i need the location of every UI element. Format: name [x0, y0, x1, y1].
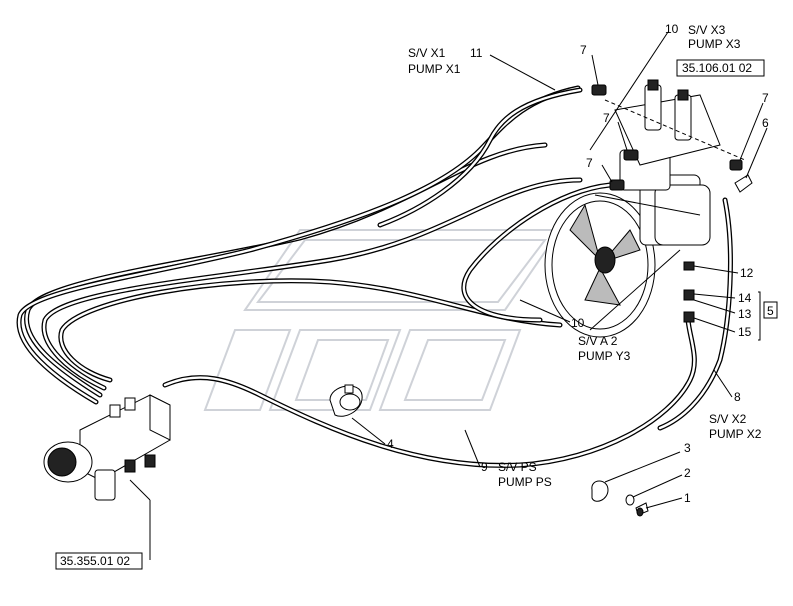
hose-9 — [162, 317, 697, 468]
manifold-block — [43, 394, 171, 501]
watermark-logo — [203, 229, 562, 411]
reference-top-text[interactable]: 35.106.01 02 — [682, 61, 752, 75]
callout-13: 13 — [738, 307, 752, 321]
callout-8: 8 — [734, 390, 741, 404]
label-pump-x3: PUMP X3 — [688, 37, 741, 51]
fitting-7-lower — [609, 179, 625, 191]
callout-10-mid: 10 — [571, 316, 585, 330]
label-sv-ps: S/V PS — [498, 460, 537, 474]
reference-top-box[interactable] — [676, 59, 765, 77]
callout-2: 2 — [684, 466, 691, 480]
label-pump-x1: PUMP X1 — [408, 62, 461, 76]
label-pump-y3: PUMP Y3 — [578, 349, 631, 363]
fitting-7-mid — [623, 149, 639, 161]
hose-8 — [657, 197, 733, 431]
elbow-6 — [734, 174, 753, 193]
label-sv-x1: S/V X1 — [408, 46, 446, 60]
label-pump-x2: PUMP X2 — [709, 427, 762, 441]
bolt-group — [591, 480, 649, 517]
reference-bottom-box[interactable] — [55, 552, 143, 570]
reference-top[interactable]: 35.106.01 02 — [676, 59, 765, 77]
fitting-7-right — [729, 159, 743, 171]
label-pump-ps: PUMP PS — [498, 475, 552, 489]
label-sv-x2: S/V X2 — [709, 412, 747, 426]
callout-7-right: 7 — [762, 91, 769, 105]
callouts: 1 2 3 4 6 7 7 7 7 8 9 10 10 11 12 14 13 … — [387, 22, 778, 505]
leader-lines — [129, 31, 768, 560]
callout-5: 5 — [767, 304, 774, 318]
fitting-7-top — [591, 84, 607, 96]
label-sv-x3: S/V X3 — [688, 23, 726, 37]
callout-14: 14 — [738, 291, 752, 305]
callout-6: 6 — [762, 116, 769, 130]
callout-3: 3 — [684, 441, 691, 455]
callout-15: 15 — [738, 325, 752, 339]
labels: S/V X1 PUMP X1 S/V X3 PUMP X3 S/V A 2 PU… — [408, 23, 762, 489]
reference-bottom[interactable]: 35.355.01 02 — [55, 552, 143, 570]
valve-block-top — [604, 79, 746, 166]
callout-11: 11 — [470, 46, 483, 60]
callout-4: 4 — [387, 437, 394, 451]
callout-5-box — [763, 301, 778, 319]
callout-10-top: 10 — [665, 22, 679, 36]
reference-bottom-text[interactable]: 35.355.01 02 — [60, 554, 130, 568]
callout-1: 1 — [684, 491, 691, 505]
clamp-4 — [329, 384, 363, 417]
fitting-stack-12-15 — [683, 261, 695, 323]
callout-12: 12 — [740, 266, 754, 280]
callout-9: 9 — [481, 460, 488, 474]
callout-7-top: 7 — [580, 43, 587, 57]
hose-10 — [461, 182, 613, 323]
callout-7-lower: 7 — [586, 156, 593, 170]
callout-7-mid: 7 — [603, 111, 610, 125]
label-sv-a2: S/V A 2 — [578, 334, 618, 348]
hose-11 — [377, 87, 583, 228]
